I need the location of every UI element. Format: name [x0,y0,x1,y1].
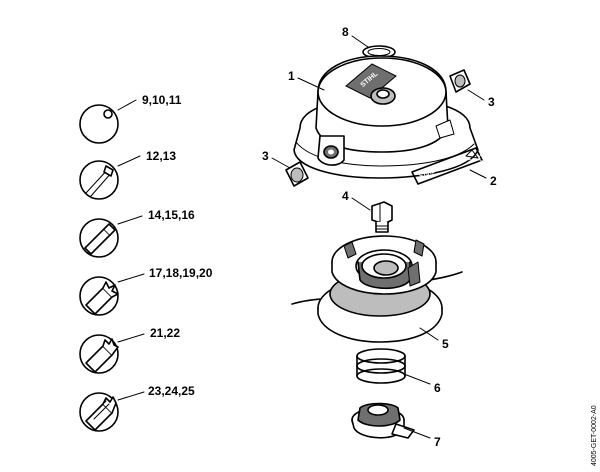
drawing-number: 4005-GET-0002-A0 [591,405,598,466]
round-line-icon [79,104,119,144]
callout-5: 5 [442,337,449,351]
line-profile-4: 17,18,19,20 [79,266,213,316]
line-profile-3: 14,15,16 [79,208,195,258]
callout-3-left: 3 [262,149,269,163]
leader-2 [469,169,487,179]
twisted-line-icon [79,160,119,200]
line-profile-6: 23,24,25 [79,384,195,432]
line-profile-2: 12,13 [79,149,176,200]
leader-1 [297,77,325,91]
callout-2: 2 [490,174,497,188]
profile-label: 9,10,11 [142,93,182,107]
star-line-icon [79,276,119,316]
profile-label: 14,15,16 [148,208,195,222]
leader-5 [419,327,439,341]
leader-6 [403,373,431,385]
callout-4: 4 [342,189,349,203]
profile-label: 12,13 [146,149,176,163]
callout-8: 8 [342,25,349,39]
part-3-eyelet-left [285,161,309,187]
part-5-spool [291,235,463,343]
part-7-cap [351,402,415,439]
callout-3-right: 3 [488,95,495,109]
profile-label: 23,24,25 [148,384,195,398]
leader-8 [351,35,369,48]
ridged-line-icon [79,392,119,432]
callout-6: 6 [434,381,441,395]
callout-1: 1 [288,69,295,83]
profile-label: 21,22 [150,326,180,340]
leader-4 [351,197,371,211]
part-8-o-ring [362,45,396,59]
part-6-spring [356,348,406,384]
leader-3-right [467,89,485,101]
line-profile-1: 9,10,11 [79,93,182,144]
square-line-icon [79,218,119,258]
line-profile-5: 21,22 [79,326,180,374]
serrated-line-icon [79,334,119,374]
leader-7 [403,427,431,439]
part-4-nut [371,201,393,233]
part-1-cover: STIHL STIHL TRIMCUT 31-2 [293,55,486,185]
callout-7: 7 [434,435,441,449]
leader-3-left [271,157,291,169]
part-3-eyelet-right [449,69,471,93]
profile-label: 17,18,19,20 [149,266,213,280]
